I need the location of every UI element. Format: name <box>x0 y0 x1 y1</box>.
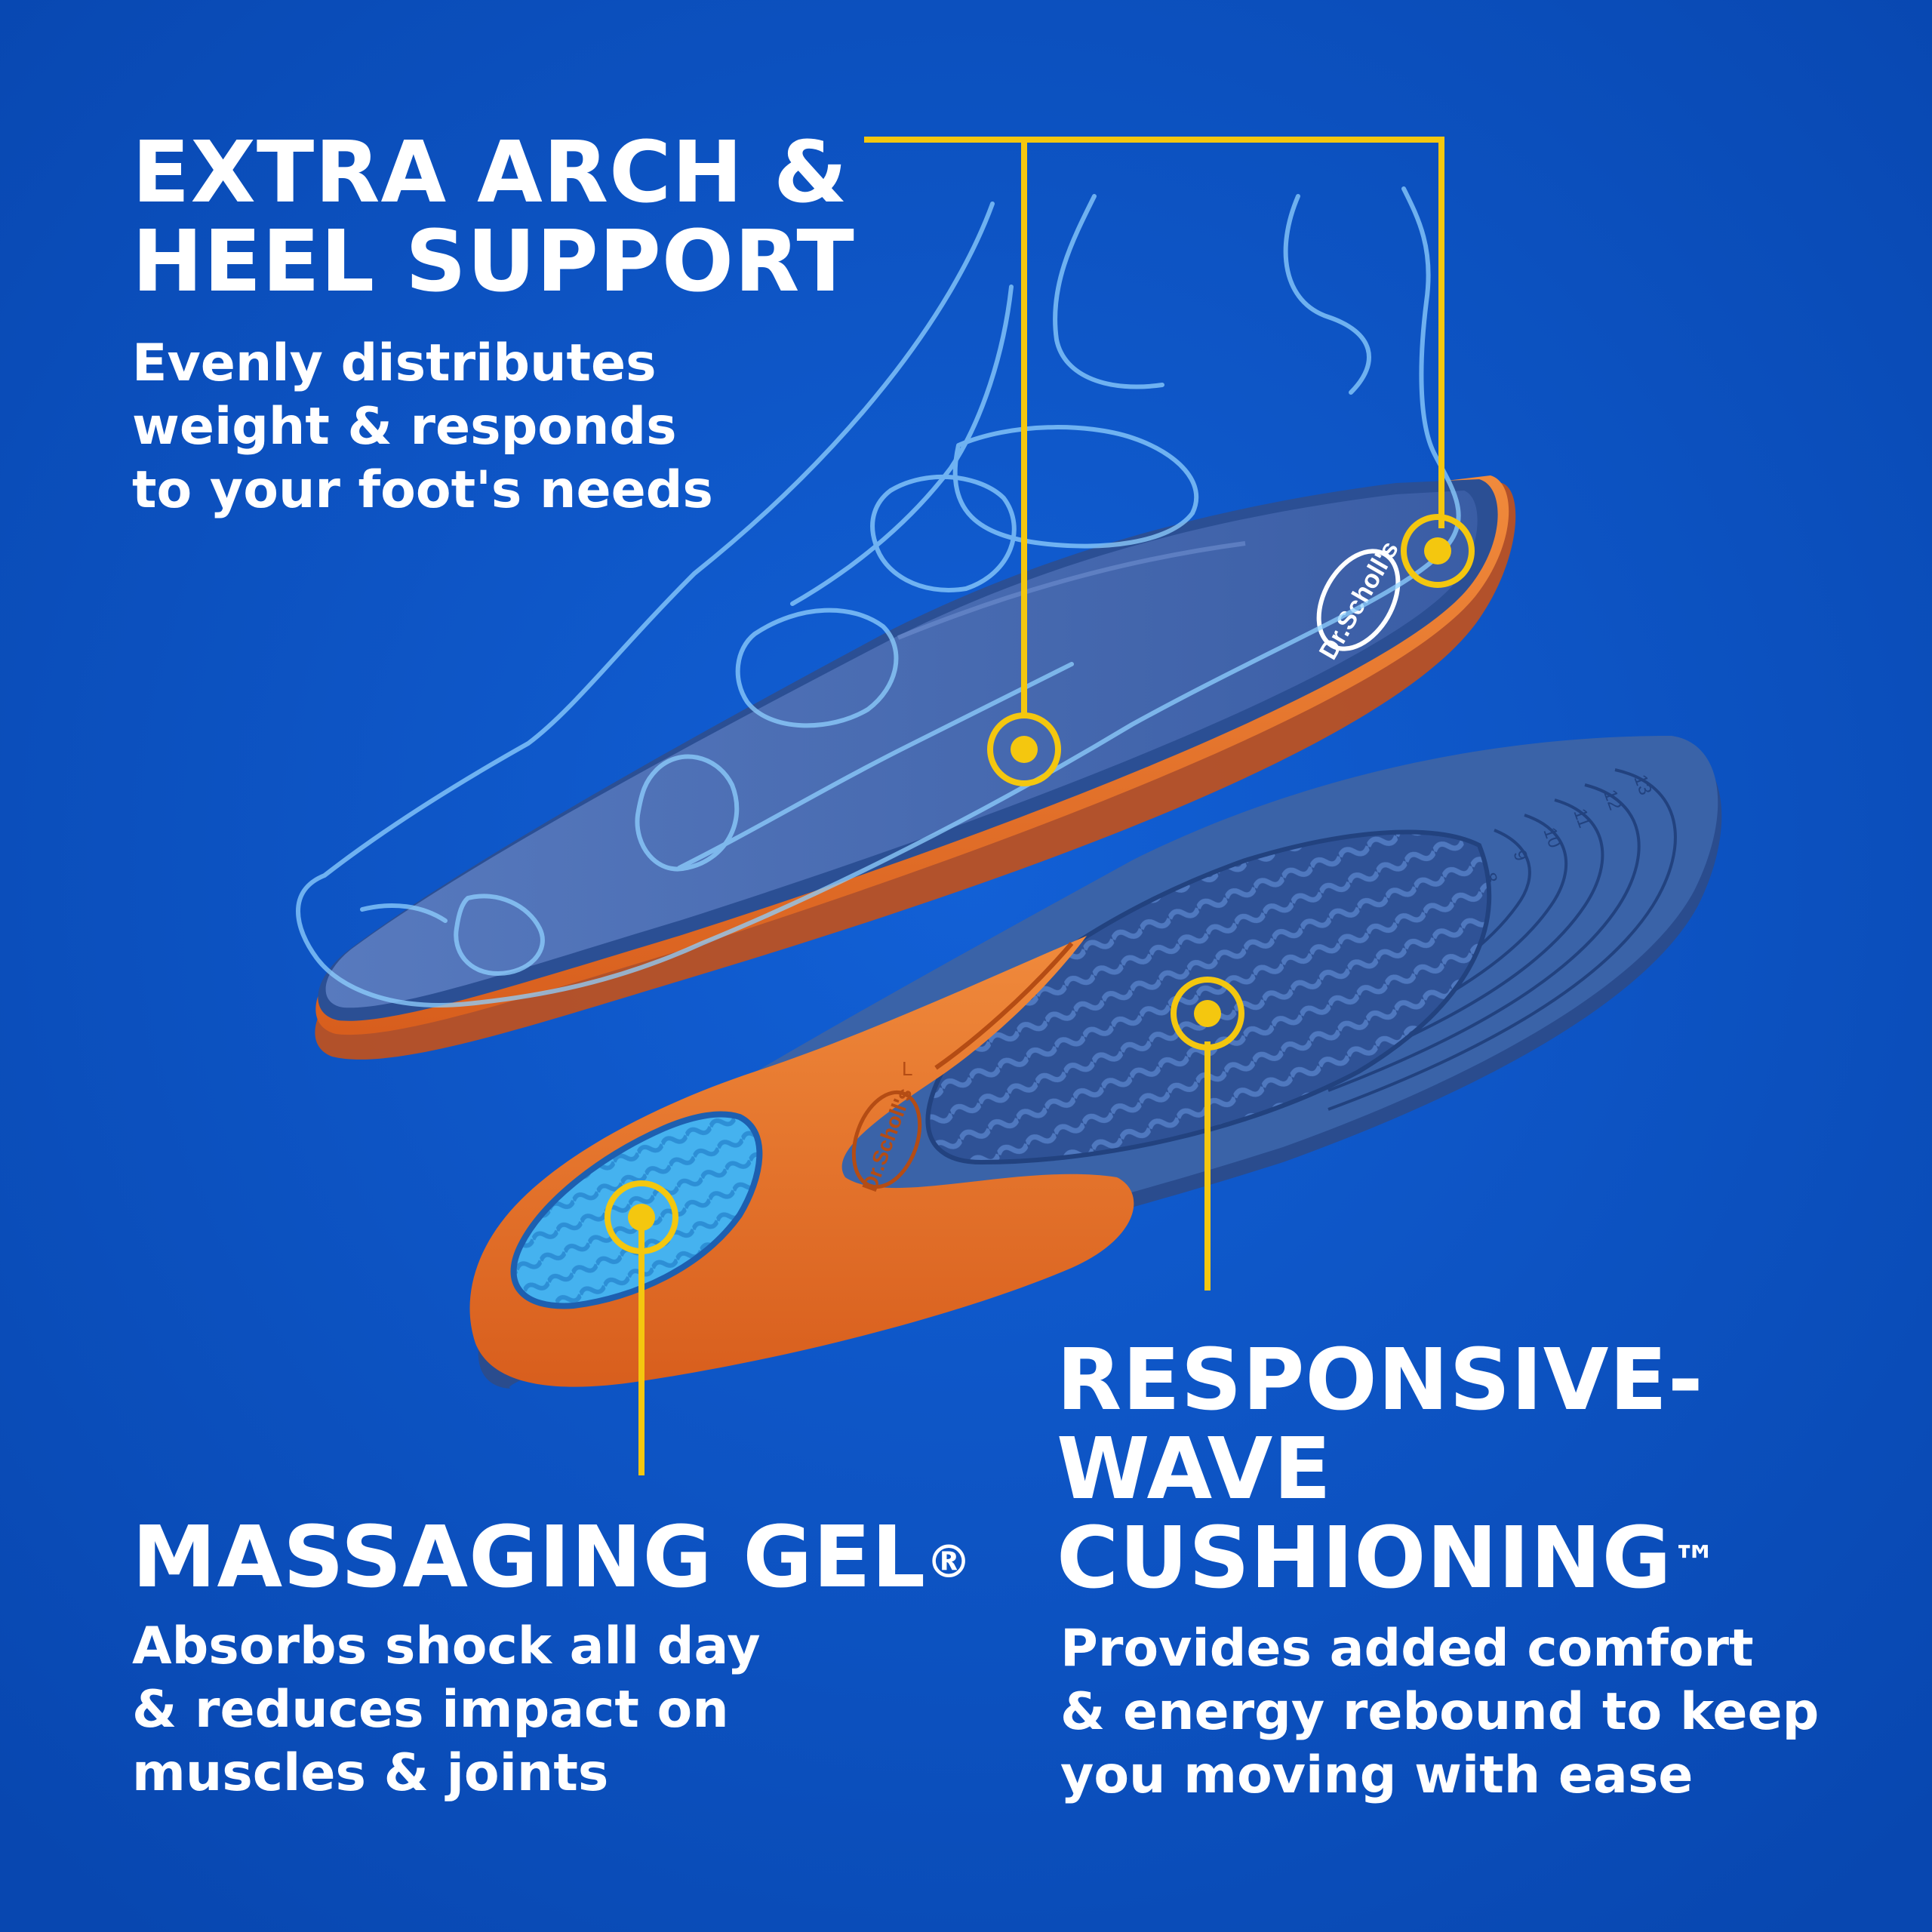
marker-wave <box>1171 977 1244 1051</box>
massaging-gel-description: Absorbs shock all day & reduces impact o… <box>132 1617 761 1803</box>
wave-cushioning-description: Provides added comfort & energy rebound … <box>1060 1619 1820 1805</box>
marker-arch <box>987 712 1061 786</box>
foot-outline <box>296 186 1461 1008</box>
wave-cushioning-title: RESPONSIVE- WAVE CUSHIONING™ <box>1057 1336 1718 1603</box>
wave-cushioning-title-text: RESPONSIVE- WAVE CUSHIONING <box>1057 1331 1704 1607</box>
registered-mark: ® <box>926 1536 973 1589</box>
arch-support-description: Evenly distributes weight & responds to … <box>132 334 713 520</box>
massaging-gel-title: MASSAGING GEL® <box>132 1513 972 1602</box>
wave-cushion-zone <box>925 829 1492 1165</box>
arch-support-title: EXTRA ARCH & HEEL SUPPORT <box>132 124 855 311</box>
massaging-gel-title-text: MASSAGING GEL <box>132 1509 927 1607</box>
trademark-mark: ™ <box>1672 1537 1718 1589</box>
callout-lines <box>638 137 1444 1475</box>
marker-gel <box>605 1180 678 1254</box>
bottom-insole: 8 9 10 11 12 13 Dr.Scholl's L <box>469 736 1722 1389</box>
side-mark: L <box>902 1057 912 1080</box>
marker-heel <box>1401 514 1475 588</box>
